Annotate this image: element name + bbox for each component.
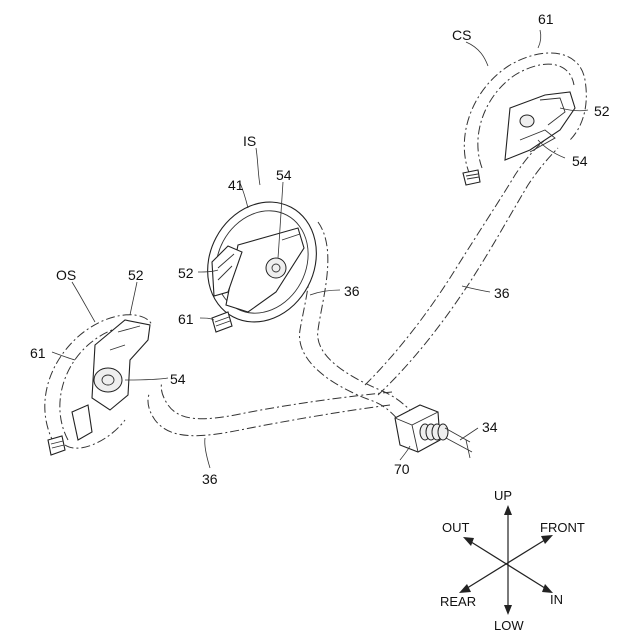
- label-cs-61: 61: [538, 11, 554, 27]
- is-assembly: [187, 183, 337, 341]
- label-os-54: 54: [170, 371, 186, 387]
- label-34: 34: [482, 419, 498, 435]
- label-cs: CS: [452, 27, 471, 43]
- label-is-54: 54: [276, 167, 292, 183]
- label-is: IS: [243, 133, 256, 149]
- cs-assembly: [463, 53, 586, 185]
- label-is-61: 61: [178, 311, 194, 327]
- connector-70: [395, 405, 472, 458]
- direction-rear: REAR: [440, 594, 476, 609]
- leader-lines: [52, 30, 588, 468]
- label-os-52: 52: [128, 267, 144, 283]
- label-is-36: 36: [344, 283, 360, 299]
- label-cs-36: 36: [494, 285, 510, 301]
- direction-in: IN: [550, 592, 563, 607]
- label-os: OS: [56, 267, 76, 283]
- direction-low: LOW: [494, 618, 524, 633]
- direction-up: UP: [494, 488, 512, 503]
- direction-out: OUT: [442, 520, 470, 535]
- label-is-52: 52: [178, 265, 194, 281]
- direction-front: FRONT: [540, 520, 585, 535]
- label-70: 70: [394, 461, 410, 477]
- os-assembly: [45, 315, 152, 455]
- label-cs-54: 54: [572, 153, 588, 169]
- label-os-36: 36: [202, 471, 218, 487]
- label-is-41: 41: [228, 177, 244, 193]
- label-os-61: 61: [30, 345, 46, 361]
- label-cs-52: 52: [594, 103, 610, 119]
